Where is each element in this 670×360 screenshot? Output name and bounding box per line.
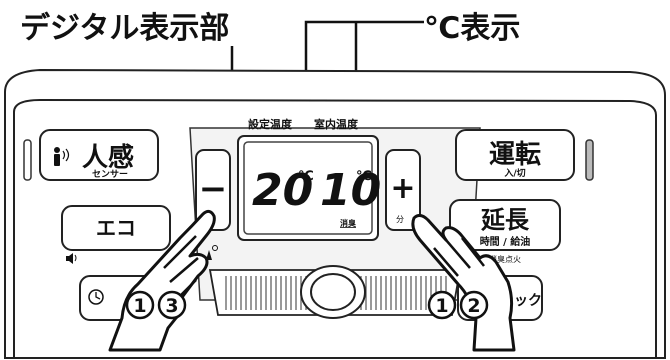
room-temp-unit: ℃ (356, 169, 372, 184)
human-sensor-sub: センサー (92, 169, 128, 180)
plus-button[interactable]: + 分 (385, 149, 421, 231)
set-temp-value: 20 (252, 165, 313, 216)
set-temp-label: 設定温度 (248, 117, 293, 131)
person-small-icon (206, 245, 218, 260)
room-temp-value: 10 (320, 165, 381, 216)
deodorize-indicator: 消臭 (340, 218, 356, 228)
set-temp-unit: ℃ (298, 169, 314, 184)
human-sensor-title: 人感 (82, 143, 134, 173)
run-sub: 入/切 (503, 168, 525, 179)
eco-label: エコ (96, 216, 136, 240)
right-indicator-slot (585, 139, 594, 181)
right-pointing-hand-icon (411, 213, 516, 352)
speaker-icon (66, 253, 77, 264)
right-step-2: 2 (467, 295, 480, 317)
extend-title: 延長 (480, 206, 530, 234)
digital-display-callout: デジタル表示部 (20, 11, 229, 46)
digital-display: 設定温度 室内温度 20 ℃ 10 ℃ 消臭 (237, 117, 381, 241)
plus-sub-label: 分 (396, 215, 404, 224)
clock-icon (88, 289, 104, 305)
celsius-display-callout: ℃表示 (424, 11, 520, 46)
deodorize-fire-label: 消臭点火 (489, 254, 521, 264)
left-step-badges: 1 3 (125, 290, 187, 320)
human-sensor-button[interactable]: 人感 センサー (39, 129, 159, 181)
left-step-2: 3 (165, 295, 178, 317)
extend-button[interactable]: 延長 時間 / 給油 (449, 199, 561, 251)
run-title: 運転 (489, 140, 541, 170)
right-step-badges: 1 2 (427, 290, 489, 320)
eco-button[interactable]: エコ (61, 205, 171, 251)
plus-label: + (390, 171, 415, 206)
temperature-dial[interactable] (208, 265, 462, 319)
room-temp-label: 室内温度 (314, 117, 359, 131)
minus-label: − (199, 169, 228, 209)
left-indicator-slot (23, 139, 32, 181)
extend-sub: 時間 / 給油 (480, 235, 531, 248)
run-button[interactable]: 運転 入/切 (455, 129, 575, 181)
right-step-1: 1 (435, 295, 448, 317)
left-step-1: 1 (133, 295, 146, 317)
minus-button[interactable]: − 時 (195, 149, 231, 231)
person-icon (54, 147, 70, 166)
